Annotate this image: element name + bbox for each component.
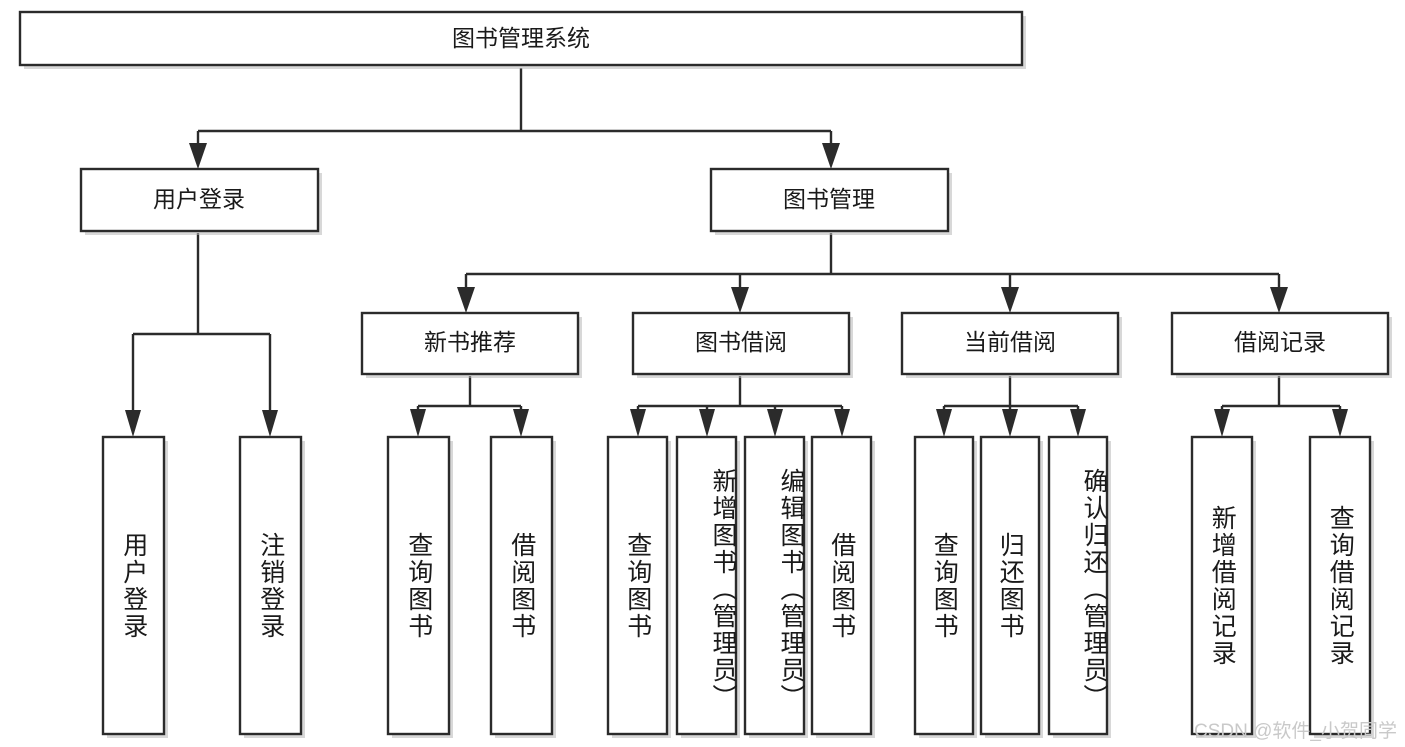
borrow-record-node-label: 借阅记录 — [1234, 329, 1326, 355]
arrow-to-book-manage — [822, 143, 840, 169]
arrow-borrow-leaf-1 — [630, 409, 646, 437]
leaf-borrow-4-box[interactable] — [810, 435, 873, 736]
arrow-to-current-borrow — [1001, 287, 1019, 313]
user-login-node-box[interactable] — [79, 167, 320, 233]
arrow-to-new-book-rec — [457, 287, 475, 313]
leaf-borrow-1-box[interactable] — [606, 435, 669, 736]
arrow-record-leaf-2 — [1332, 409, 1348, 437]
arrow-to-user-login — [189, 143, 207, 169]
book-borrow-node-box[interactable] — [631, 311, 851, 376]
leaf-newbook-1-box[interactable] — [386, 435, 451, 736]
book-manage-node-box[interactable] — [709, 167, 950, 233]
leaf-user-login-1-box[interactable] — [101, 435, 166, 736]
arrow-to-book-borrow — [731, 287, 749, 313]
arrow-newbook-leaf-2 — [513, 409, 529, 437]
new-book-rec-node-label: 新书推荐 — [424, 329, 516, 355]
leaf-current-1-box[interactable] — [913, 435, 975, 736]
leaf-newbook-2-box[interactable] — [489, 435, 554, 736]
leaf-current-3-box[interactable] — [1047, 435, 1109, 736]
root-node-label: 图书管理系统 — [452, 25, 590, 51]
leaf-borrow-3-box[interactable] — [743, 435, 806, 736]
borrow-record-node-box[interactable] — [1170, 311, 1390, 376]
arrow-user-login-leaf-2 — [262, 410, 278, 437]
leaf-record-1-box[interactable] — [1190, 435, 1254, 736]
new-book-rec-node-box[interactable] — [360, 311, 580, 376]
book-borrow-node-label: 图书借阅 — [695, 329, 787, 355]
leaf-record-2-box[interactable] — [1308, 435, 1372, 736]
arrow-borrow-leaf-4 — [834, 409, 850, 437]
arrow-newbook-leaf-1 — [410, 409, 426, 437]
arrow-current-leaf-1 — [936, 409, 952, 437]
csdn-watermark: CSDN @软件_小贺同学 — [1194, 721, 1397, 742]
arrow-user-login-leaf-1 — [125, 410, 141, 437]
node-layer: 图书管理系统 用户登录 图书管理 新书推荐 图书借阅 当前借阅 借阅记录 — [18, 10, 1392, 738]
current-borrow-node-box[interactable] — [900, 311, 1120, 376]
arrow-record-leaf-1 — [1214, 409, 1230, 437]
arrow-to-borrow-record — [1270, 287, 1288, 313]
connector-layer — [125, 68, 1348, 437]
leaf-current-2-box[interactable] — [979, 435, 1041, 736]
book-manage-node-label: 图书管理 — [783, 186, 875, 212]
user-login-node-label: 用户登录 — [153, 186, 245, 212]
current-borrow-node-label: 当前借阅 — [964, 329, 1056, 355]
arrow-current-leaf-2 — [1002, 409, 1018, 437]
arrow-borrow-leaf-3 — [767, 409, 783, 437]
leaf-user-login-2-box[interactable] — [238, 435, 303, 736]
leaf-borrow-2-box[interactable] — [675, 435, 738, 736]
arrow-current-leaf-3 — [1070, 409, 1086, 437]
arrow-borrow-leaf-2 — [699, 409, 715, 437]
root-node-box[interactable] — [18, 10, 1024, 67]
